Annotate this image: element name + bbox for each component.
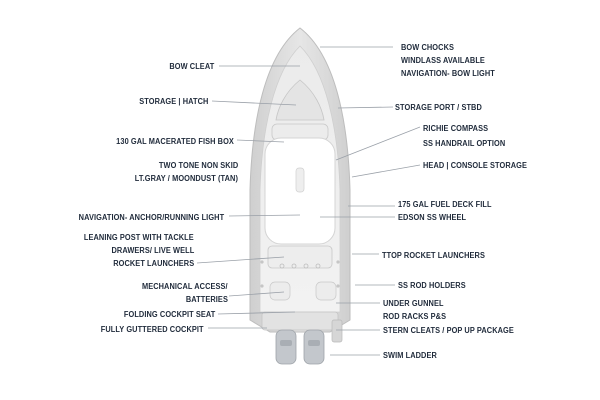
label-rod-racks: ROD RACKS P&S — [383, 311, 446, 321]
label-leaning-post-line1: LEANING POST WITH TACKLE — [84, 232, 194, 242]
label-fish-box: 130 GAL MACERATED FISH BOX — [116, 136, 234, 146]
label-richie-compass: RICHIE COMPASS — [423, 123, 488, 133]
label-ttop-rocket: TTOP ROCKET LAUNCHERS — [382, 250, 485, 260]
swim-ladder — [332, 320, 342, 342]
transom — [262, 312, 338, 330]
label-leaning-post-line2: DRAWERS/ LIVE WELL — [111, 245, 194, 255]
label-head-console: HEAD | CONSOLE STORAGE — [423, 160, 527, 170]
label-handrail-option: SS HANDRAIL OPTION — [423, 138, 505, 148]
label-guttered-cockpit: FULLY GUTTERED COCKPIT — [101, 324, 204, 334]
label-under-gunnel: UNDER GUNNEL — [383, 298, 444, 308]
label-edson-wheel: EDSON SS WHEEL — [398, 212, 466, 222]
label-non-skid-line2: LT.GRAY / MOONDUST (TAN) — [135, 173, 238, 183]
label-folding-seat: FOLDING COCKPIT SEAT — [123, 309, 215, 319]
label-fuel-fill: 175 GAL FUEL DECK FILL — [398, 199, 492, 209]
outboard-engines — [276, 330, 324, 364]
leaning-post — [268, 246, 332, 268]
label-leaning-post-line3: ROCKET LAUNCHERS — [113, 258, 194, 268]
mechanical-hatch-left — [270, 282, 290, 300]
label-storage-port-stbd: STORAGE PORT / STBD — [395, 102, 482, 112]
label-stern-cleats: STERN CLEATS / POP UP PACKAGE — [383, 325, 514, 335]
label-mechanical-line2: BATTERIES — [186, 294, 228, 304]
mechanical-hatch-right — [316, 282, 336, 300]
console-hatch — [296, 168, 304, 192]
label-nav-anchor-light: NAVIGATION- ANCHOR/RUNNING LIGHT — [78, 212, 224, 222]
label-non-skid-line1: TWO TONE NON SKID — [159, 160, 238, 170]
label-rod-holders: SS ROD HOLDERS — [398, 280, 466, 290]
label-swim-ladder: SWIM LADDER — [383, 350, 437, 360]
label-bow-cleat: BOW CLEAT — [169, 61, 214, 71]
label-windlass: WINDLASS AVAILABLE — [401, 55, 485, 65]
label-nav-bow-light: NAVIGATION- BOW LIGHT — [401, 68, 495, 78]
label-storage-hatch: STORAGE | HATCH — [139, 96, 208, 106]
label-bow-chocks: BOW CHOCKS — [401, 42, 454, 52]
label-mechanical-line1: MECHANICAL ACCESS/ — [142, 281, 228, 291]
